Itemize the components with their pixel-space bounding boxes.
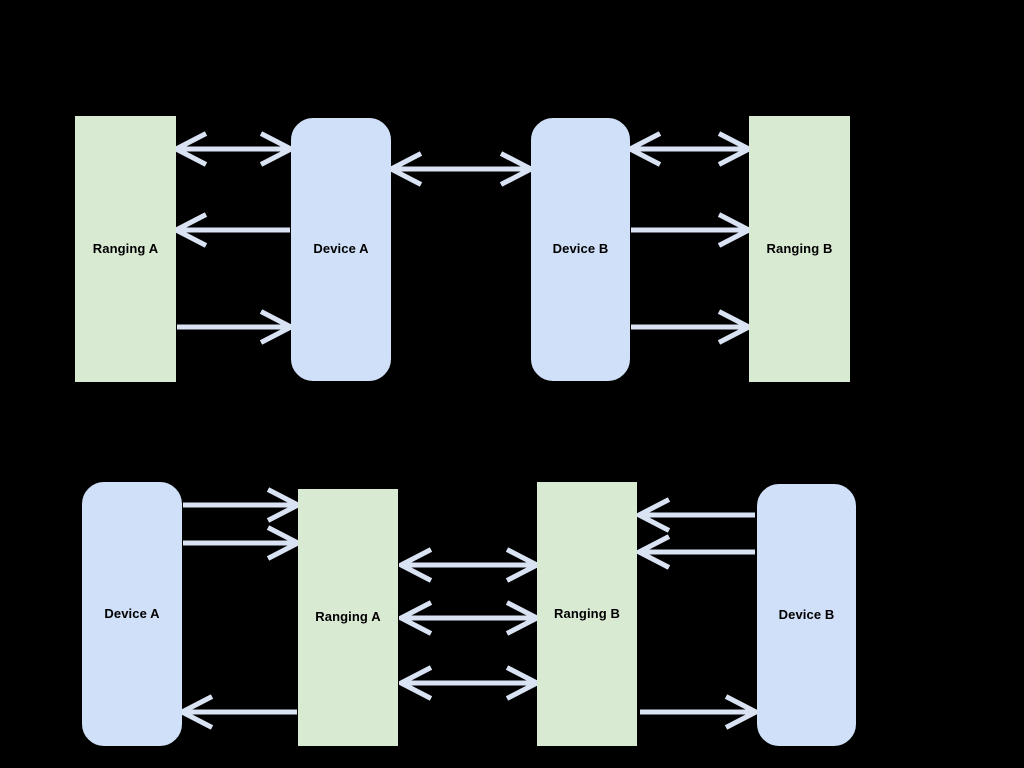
- node-bot-device-b[interactable]: Device B: [757, 484, 856, 746]
- node-label: Device A: [104, 605, 160, 621]
- node-label: Ranging B: [554, 605, 620, 621]
- node-label: Ranging A: [315, 609, 381, 625]
- node-top-device-b[interactable]: Device B: [531, 118, 630, 381]
- node-label: Device A: [313, 241, 369, 257]
- node-label: Ranging B: [766, 240, 833, 256]
- node-bot-device-a[interactable]: Device A: [82, 482, 182, 746]
- node-top-device-a[interactable]: Device A: [291, 118, 391, 381]
- node-top-ranging-a[interactable]: Ranging A: [75, 116, 176, 382]
- node-label: Device B: [552, 241, 609, 257]
- node-label: Device B: [778, 606, 835, 622]
- node-bot-ranging-b[interactable]: Ranging B: [537, 482, 637, 746]
- node-top-ranging-b[interactable]: Ranging B: [749, 116, 850, 382]
- node-label: Ranging A: [92, 240, 159, 256]
- node-bot-ranging-a[interactable]: Ranging A: [298, 489, 398, 746]
